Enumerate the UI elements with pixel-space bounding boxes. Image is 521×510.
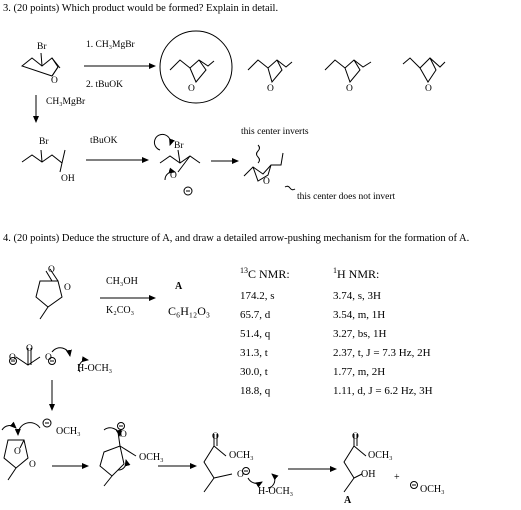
- methanol-2: H-OCH₃: [258, 486, 294, 497]
- q3-note-inverts: this center inverts: [241, 127, 309, 137]
- q3-candidate-2: [247, 59, 293, 84]
- q3-reagent-down: CH₃MgBr: [46, 97, 86, 107]
- q4-compound-label: A: [175, 281, 183, 292]
- product-oh: OH: [361, 469, 376, 480]
- q3-reagent-2: 2. tBuOK: [86, 80, 123, 90]
- h1-row-6: 1.11, d, J = 6.2 Hz, 3H: [333, 385, 433, 397]
- q3-o-label-6: O: [425, 84, 432, 94]
- q3-alkoxide-charge: [183, 186, 193, 196]
- mech-o-4: O: [212, 432, 219, 442]
- product-a-label: A: [344, 495, 352, 506]
- q3-o-label-2: O: [188, 84, 195, 94]
- q4-reagent-bottom: K₂CO₃: [106, 305, 135, 316]
- mech-och3-2: OCH₃: [229, 450, 254, 461]
- q4-header: 4. (20 points) Deduce the structure of A…: [3, 233, 470, 244]
- tetrahedral-intermediate: [99, 431, 137, 487]
- q3-oh-label: OH: [61, 174, 75, 184]
- h1-nmr-title: 1H NMR:: [333, 266, 380, 281]
- mech-o-2: O: [29, 460, 36, 470]
- mech-och3-3: OCH₃: [368, 450, 393, 461]
- q3-circled-product: [159, 30, 233, 104]
- q3-br-label-3: Br: [174, 141, 184, 151]
- c13-row-2: 65.7, d: [240, 309, 271, 321]
- h1-row-2: 3.54, m, 1H: [333, 309, 386, 321]
- q3-candidate-4: [402, 57, 446, 83]
- mech-lactone: [3, 439, 29, 481]
- mech-och3-1: OCH₃: [139, 452, 164, 463]
- q3-o-label-3: O: [170, 171, 177, 181]
- q3-br-label-2: Br: [39, 137, 49, 147]
- h1-row-5: 1.77, m, 2H: [333, 366, 386, 378]
- h1-row-3: 3.27, bs, 1H: [333, 328, 387, 340]
- c13-row-5: 30.0, t: [240, 366, 268, 378]
- c13-row-1: 174.2, s: [240, 290, 275, 302]
- q3-o-label-5: O: [346, 84, 353, 94]
- q3-reagent-1: 1. CH₃MgBr: [86, 40, 135, 50]
- q3-reagent-tbuok: tBuOK: [90, 136, 118, 146]
- c13-nmr-title: 13C NMR:: [240, 266, 290, 281]
- q4-lactone: [35, 268, 63, 320]
- q4-reagent-top: CH₃OH: [106, 276, 138, 287]
- q3-final-epoxide: [243, 152, 284, 182]
- mech-o-5: O: [237, 470, 244, 480]
- carbonate: [15, 348, 41, 366]
- c13-row-3: 51.4, q: [240, 328, 271, 340]
- product-a: [343, 434, 367, 493]
- q4-formula: C₆H₁₂O₃: [168, 304, 211, 318]
- carbonate-o-3: O: [45, 353, 52, 363]
- h1-row-1: 3.74, s, 3H: [333, 290, 381, 302]
- q3-alkoxide: [159, 149, 201, 173]
- q3-start-molecule: [20, 52, 61, 77]
- carbonate-o-2: O: [26, 344, 33, 354]
- q3-candidate-3: [324, 59, 372, 83]
- h1-row-4: 2.37, t, J = 7.3 Hz, 2H: [333, 347, 431, 359]
- q3-bromohydrin: [21, 149, 66, 173]
- open-chain-alkoxide: [203, 434, 233, 493]
- q3-br-label-1: Br: [37, 42, 47, 52]
- c13-row-6: 18.8, q: [240, 385, 271, 397]
- q3-o-label-4: O: [267, 84, 274, 94]
- q4-o-label-top: O: [48, 265, 55, 275]
- methoxide-1: OCH₃: [56, 426, 81, 437]
- q3-o-label-1: O: [51, 76, 58, 86]
- q3-note-not-invert: this center does not invert: [297, 192, 396, 202]
- mech-o-3: O: [120, 430, 127, 440]
- methanol-1: H-OCH₃: [77, 363, 113, 374]
- methoxide-2: OCH₃: [420, 484, 445, 495]
- q3-header: 3. (20 points) Which product would be fo…: [3, 3, 279, 14]
- plus-sign: +: [394, 472, 400, 483]
- mech-o-1: O: [14, 447, 21, 457]
- mech-o-6: O: [352, 432, 359, 442]
- c13-row-4: 31.3, t: [240, 347, 268, 359]
- q4-o-label-ring: O: [64, 283, 71, 293]
- q3-o-label-7: O: [263, 177, 270, 187]
